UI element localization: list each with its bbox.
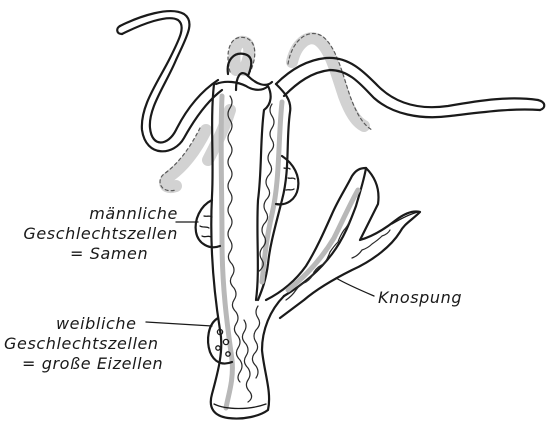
- tentacles: [117, 11, 544, 151]
- label-male-line3: = Samen: [30, 244, 178, 264]
- ghost-tentacles: [160, 34, 372, 191]
- label-female-line2: Geschlechtszellen: [4, 334, 194, 354]
- hydra-body: [211, 82, 291, 419]
- leader-bud: [336, 278, 374, 296]
- label-male-line1: männliche: [30, 204, 178, 224]
- label-female-line3: = große Eizellen: [4, 354, 194, 374]
- label-female-gonad: weibliche Geschlechtszellen = große Eize…: [4, 314, 194, 374]
- label-male-line2: Geschlechtszellen: [16, 224, 178, 244]
- label-female-line1: weibliche: [4, 314, 194, 334]
- label-male-gonads: männliche Geschlechtszellen = Samen: [30, 204, 178, 264]
- label-bud: Knospung: [378, 288, 462, 308]
